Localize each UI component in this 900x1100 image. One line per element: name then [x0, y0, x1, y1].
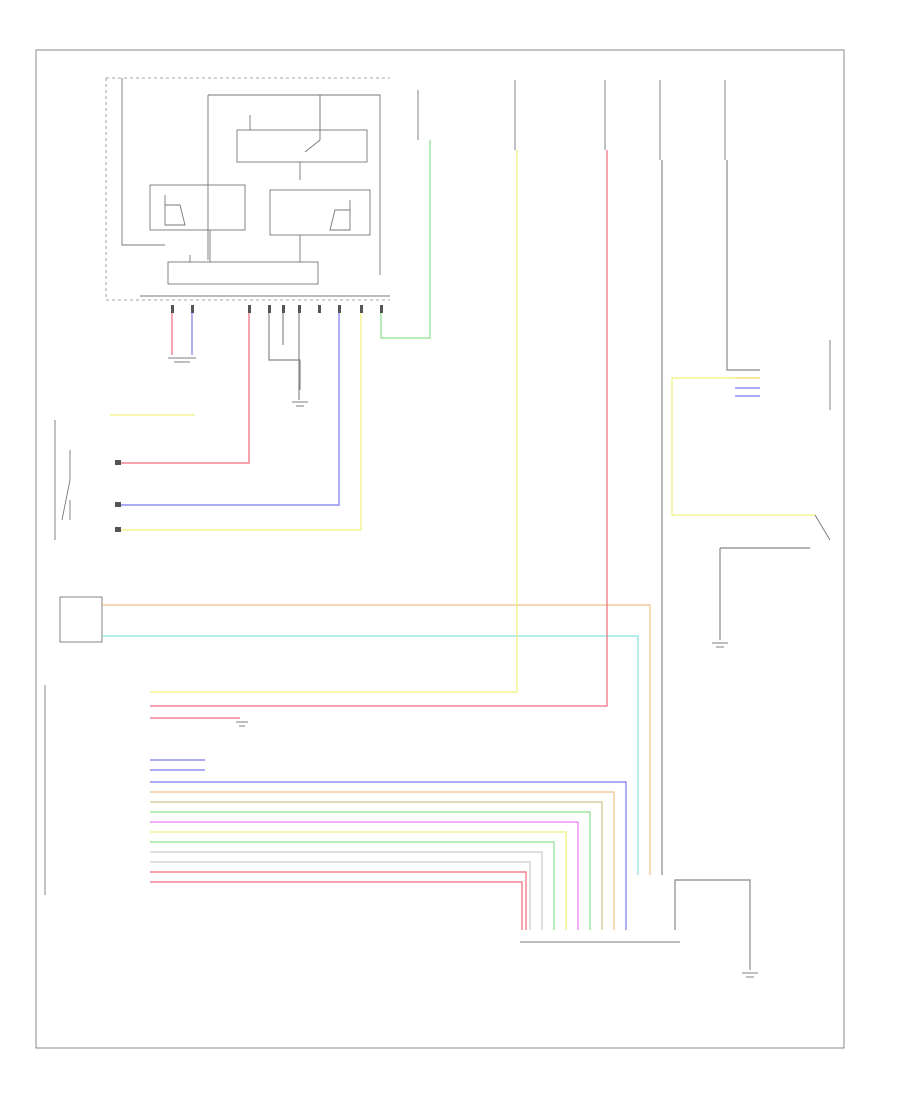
wire-yellow-main	[150, 150, 518, 693]
wire-bus-1	[150, 781, 627, 930]
pin	[380, 305, 383, 313]
wire-gray-to-ground	[719, 547, 810, 640]
wire-red-main	[150, 150, 608, 707]
wire-bus-9	[150, 861, 531, 930]
wire-yellow-loop	[671, 377, 815, 516]
module-output-wires	[120, 150, 431, 531]
pin	[191, 305, 194, 313]
ground-symbol-2	[292, 401, 308, 407]
pin	[248, 305, 251, 313]
wire-cyan-long	[102, 635, 639, 875]
wire-red-to-switch	[120, 313, 250, 464]
module-inner-lines	[207, 94, 381, 275]
bottom-connector	[520, 879, 758, 978]
ecu-to-relay-lines	[189, 230, 301, 262]
ground-symbol-4	[742, 972, 758, 978]
pin	[115, 460, 121, 465]
left-relay-coil	[164, 195, 186, 226]
wire-bus-2	[150, 791, 615, 930]
right-connector-group	[671, 340, 831, 648]
ground-symbol-3	[236, 721, 248, 727]
module-dashed-boundary	[105, 77, 390, 301]
wire-gray-right	[726, 160, 760, 371]
wire-bus-8	[150, 851, 543, 930]
top-feeds	[150, 80, 760, 875]
pin	[318, 305, 321, 313]
ground-symbol-right	[712, 642, 728, 648]
wire-gray-1	[268, 313, 301, 390]
indicator-outline	[59, 596, 103, 643]
indicator-box	[59, 596, 651, 875]
pin	[115, 527, 121, 532]
ground-symbol-1	[168, 357, 196, 363]
top-left-module	[105, 77, 390, 301]
pin	[268, 305, 271, 313]
wire-blue-to-switch	[120, 313, 340, 506]
left-relay-box	[149, 184, 246, 231]
pin	[171, 305, 174, 313]
wire-bus-6	[150, 831, 567, 930]
pin	[338, 305, 341, 313]
wire-orange-long	[102, 604, 651, 875]
pin	[282, 305, 285, 313]
wire-yellow-to-switch	[120, 313, 362, 531]
control-module	[44, 685, 627, 930]
pin	[360, 305, 363, 313]
pin	[115, 502, 121, 507]
wire-bus-10	[150, 871, 527, 930]
module-power-line	[121, 78, 165, 246]
wire-bus-4	[150, 811, 591, 930]
diagram-frame	[35, 49, 845, 1049]
relay-switch-contact	[299, 100, 321, 180]
wire-bus-7	[150, 841, 555, 930]
pin	[298, 305, 301, 313]
right-relay-coil	[329, 200, 351, 231]
wire-green-loop	[380, 150, 431, 339]
right-switch	[814, 514, 831, 541]
wire-bus-3	[150, 801, 603, 930]
wire-bus-5	[150, 821, 579, 930]
relay-switch-box	[236, 129, 368, 163]
module-connector-pins	[171, 305, 383, 313]
right-relay-box	[269, 189, 371, 236]
ecu-block	[167, 261, 319, 285]
left-switch-group	[54, 414, 195, 540]
switch-contact	[61, 450, 71, 521]
wire-gray-right-box	[674, 879, 751, 970]
wire-bus-11	[150, 881, 523, 930]
